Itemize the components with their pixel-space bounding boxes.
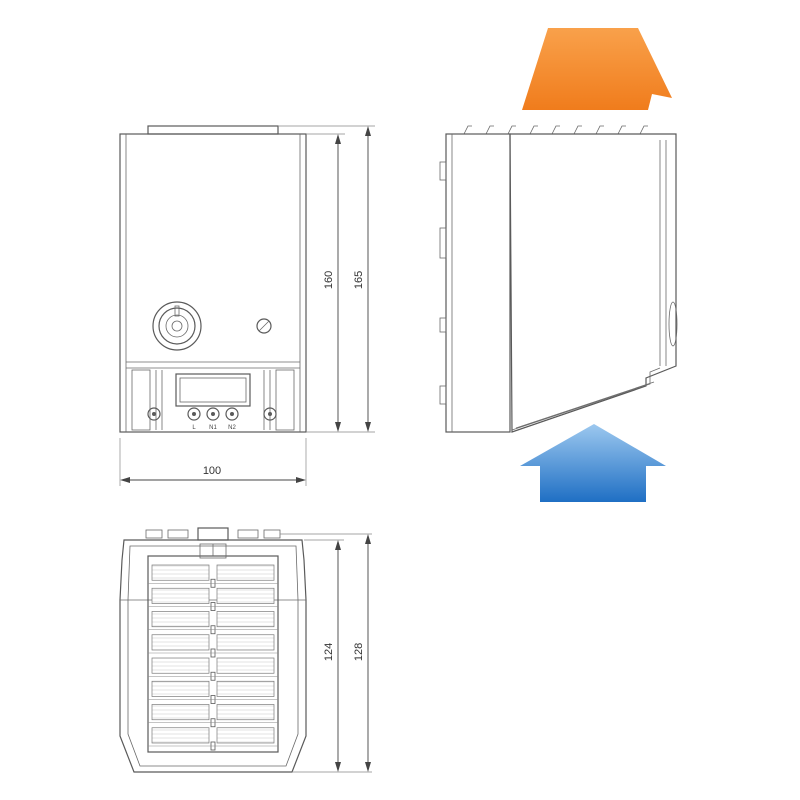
- bottom-body: [119, 539, 307, 773]
- grille-slat-right: [216, 657, 275, 674]
- terminal-label-n1: N1: [209, 425, 217, 431]
- side-rear-body: [445, 133, 511, 433]
- bottom-tab-1: [145, 529, 163, 539]
- grille-slat-right: [216, 704, 275, 721]
- depth-dimensions: 124 128: [280, 533, 372, 773]
- terminal-screw-n2-icon: [225, 407, 239, 421]
- grille-slat-right: [216, 727, 275, 744]
- grille-slat-right: [216, 611, 275, 628]
- inner-height-label: 160: [323, 271, 335, 289]
- terminal-block: L N1 N2: [131, 369, 295, 431]
- grille-slat-left: [151, 704, 210, 721]
- grille-slat-left: [151, 657, 210, 674]
- front-body: [119, 133, 307, 433]
- bottom-tab-5: [263, 529, 281, 539]
- bottom-tab-4: [237, 529, 259, 539]
- terminal-label-l: L: [192, 425, 196, 431]
- width-dimension: 100: [119, 438, 307, 486]
- grille-slat-left: [151, 587, 210, 604]
- grille-slat-left: [151, 680, 210, 697]
- grille-slats: [148, 564, 278, 751]
- bottom-tab-2: [167, 529, 189, 539]
- total-height-label: 165: [353, 271, 365, 289]
- din-clip-4: [439, 385, 447, 405]
- bottom-view: 124 128: [119, 527, 372, 773]
- terminal-screw-l-icon: [187, 407, 201, 421]
- screw-icon: [256, 318, 272, 334]
- top-vent-slots: [463, 125, 648, 135]
- din-clip-2: [439, 227, 447, 259]
- width-dimension-label: 100: [203, 465, 221, 477]
- front-view: L N1 N2 100 160 165: [119, 125, 375, 486]
- mount-screw-right-icon: [263, 407, 277, 421]
- grille-slat-left: [151, 727, 210, 744]
- terminal-screw-n1-icon: [206, 407, 220, 421]
- grille-slat-right: [216, 564, 275, 581]
- front-top-cap: [147, 125, 279, 135]
- side-front-cover: [509, 133, 677, 433]
- cool-air-inflow-arrow-icon: [520, 424, 666, 502]
- side-view: [439, 28, 678, 502]
- grille-slat-right: [216, 634, 275, 651]
- height-dimensions: 160 165: [278, 125, 375, 433]
- depth-inner-label: 124: [323, 643, 335, 661]
- grille-slat-right: [216, 587, 275, 604]
- bottom-tab-3: [197, 527, 229, 541]
- warm-air-outflow-arrow-icon: [522, 28, 672, 110]
- mount-screw-left-icon: [147, 407, 161, 421]
- grille-slat-left: [151, 611, 210, 628]
- side-knob-profile: [668, 301, 678, 347]
- din-clip-1: [439, 161, 447, 181]
- grille-slat-right: [216, 680, 275, 697]
- terminal-label-n2: N2: [228, 425, 236, 431]
- din-clip-3: [439, 317, 447, 333]
- thermostat-knob-icon: [152, 301, 202, 351]
- terminal-label-window: [175, 373, 251, 407]
- grille-slat-left: [151, 564, 210, 581]
- depth-total-label: 128: [353, 643, 365, 661]
- grille-slat-left: [151, 634, 210, 651]
